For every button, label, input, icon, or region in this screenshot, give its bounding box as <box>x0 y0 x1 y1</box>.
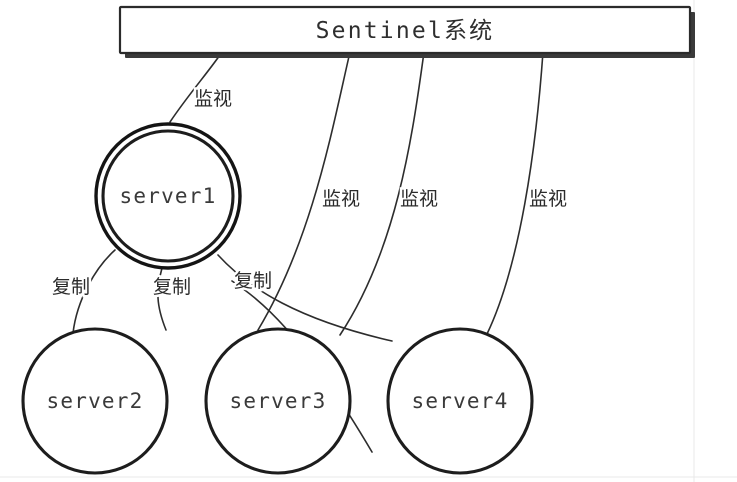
replicate-server3-label: 复制 <box>153 276 191 298</box>
node-server1[interactable]: server1 <box>94 122 242 270</box>
monitor-server1-label: 监视 <box>194 88 232 110</box>
monitor-edge-labels: 监视 监视 监视 监视 <box>191 86 569 213</box>
monitor-server3-label: 监视 <box>400 188 438 210</box>
node-server2-label: server2 <box>47 389 144 413</box>
monitor-server2-line <box>257 51 351 331</box>
node-server3[interactable]: server3 <box>204 327 352 475</box>
replicate-server3-line <box>157 267 167 331</box>
replicate-server2-line <box>72 249 116 334</box>
monitor-server3-line <box>339 51 425 336</box>
monitor-server2-label: 监视 <box>322 188 360 210</box>
monitor-server4-label: 监视 <box>529 188 567 210</box>
node-server4[interactable]: server4 <box>386 327 534 475</box>
node-server2[interactable]: server2 <box>21 327 169 475</box>
replication-edge-labels: 复制 复制 复制 <box>49 268 274 301</box>
node-server4-label: server4 <box>412 389 509 413</box>
replicate-server4-line <box>217 254 393 342</box>
monitor-server4-line <box>486 51 544 335</box>
node-server1-label: server1 <box>120 184 217 208</box>
replicate-server2-label: 复制 <box>52 276 90 298</box>
sentinel-title-label: Sentinel系统 <box>316 18 495 44</box>
node-server3-label: server3 <box>230 389 327 413</box>
sentinel-title-box[interactable]: Sentinel系统 <box>118 5 695 58</box>
monitor-server1-line <box>169 51 223 123</box>
replicate-server4-label: 复制 <box>234 270 272 292</box>
